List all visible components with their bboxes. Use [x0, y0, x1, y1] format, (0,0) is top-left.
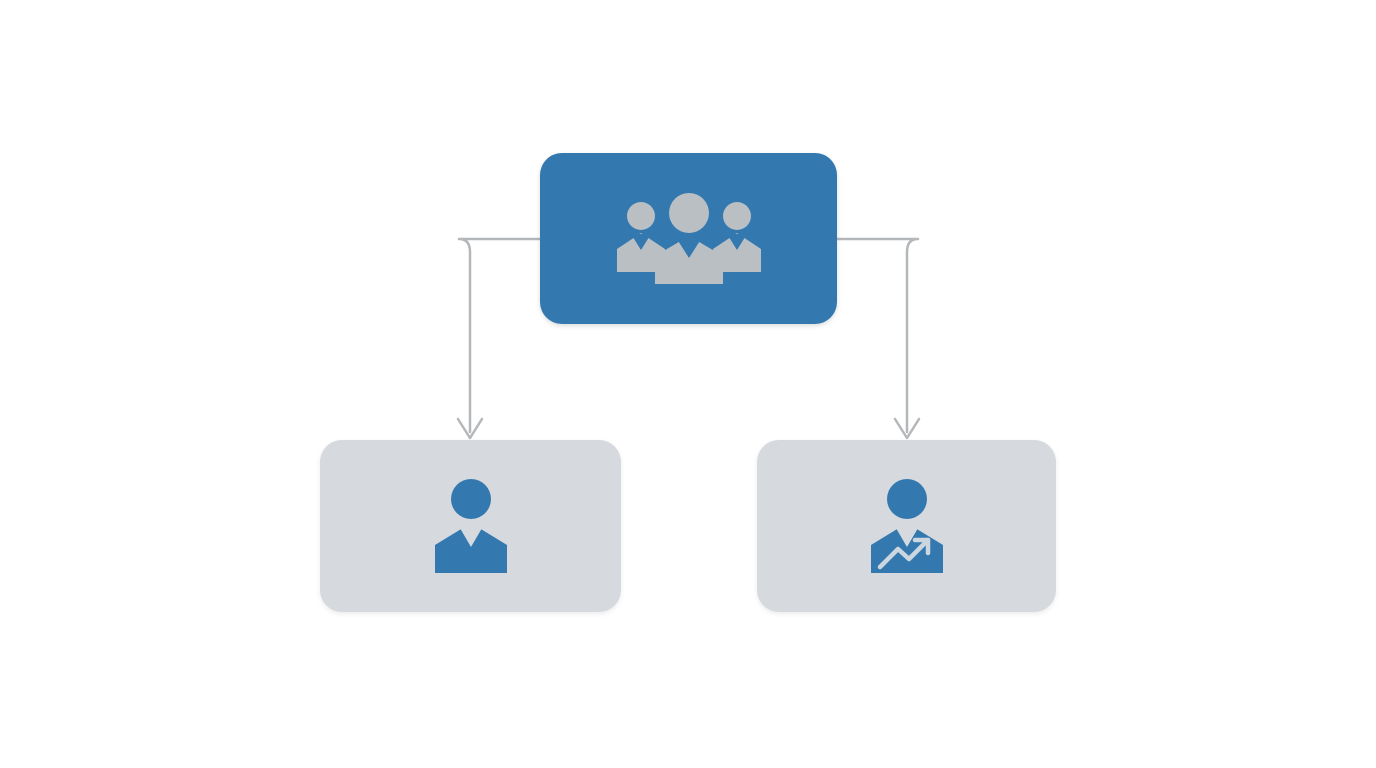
person-with-growth-chart-icon — [870, 479, 943, 573]
node-child-manager[interactable] — [320, 440, 621, 612]
node-root-team[interactable] — [540, 153, 837, 324]
arrowhead-right — [893, 417, 921, 440]
connector-root-to-left — [457, 237, 543, 434]
growth-chart-arrow-icon — [877, 537, 930, 570]
single-person-icon — [434, 479, 507, 573]
group-of-people-icon — [616, 192, 761, 284]
connector-root-to-right — [834, 237, 920, 434]
arrowhead-left — [456, 417, 484, 440]
node-child-analyst[interactable] — [757, 440, 1056, 612]
